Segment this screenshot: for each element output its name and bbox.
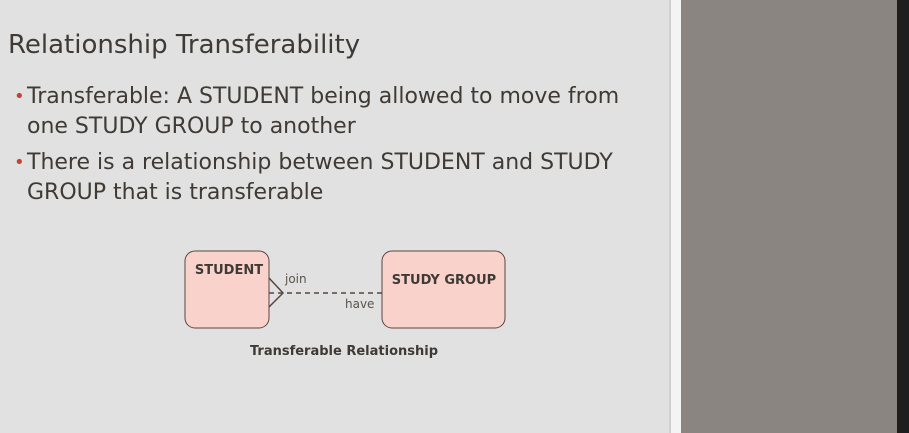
relationship-label-have: have (345, 297, 374, 311)
side-panel (681, 0, 897, 433)
window-edge (897, 0, 909, 433)
er-diagram: STUDENT STUDY GROUP join have Transferab… (184, 250, 506, 359)
bullet-text: There is a relationship between STUDENT … (27, 150, 613, 205)
crows-foot-icon (268, 277, 285, 308)
window-divider (669, 0, 671, 433)
diagram-caption: Transferable Relationship (250, 344, 438, 359)
student-entity-label: STUDENT (195, 263, 263, 278)
bullet-marker: • (14, 152, 25, 173)
slide-title: Relationship Transferability (8, 30, 361, 60)
study-group-entity-label: STUDY GROUP (392, 273, 496, 288)
bullet-text: Transferable: A STUDENT being allowed to… (27, 84, 620, 139)
relationship-label-join: join (284, 272, 307, 286)
slide-canvas: Relationship Transferability • Transfera… (8, 30, 654, 359)
bullet-item: • There is a relationship between STUDEN… (14, 148, 654, 207)
scroll-gutter (671, 0, 681, 433)
bullet-item: • Transferable: A STUDENT being allowed … (14, 82, 654, 141)
student-entity-box (184, 250, 270, 329)
bullet-list: • Transferable: A STUDENT being allowed … (14, 82, 654, 214)
bullet-marker: • (14, 86, 25, 107)
study-group-entity-box (381, 250, 506, 329)
